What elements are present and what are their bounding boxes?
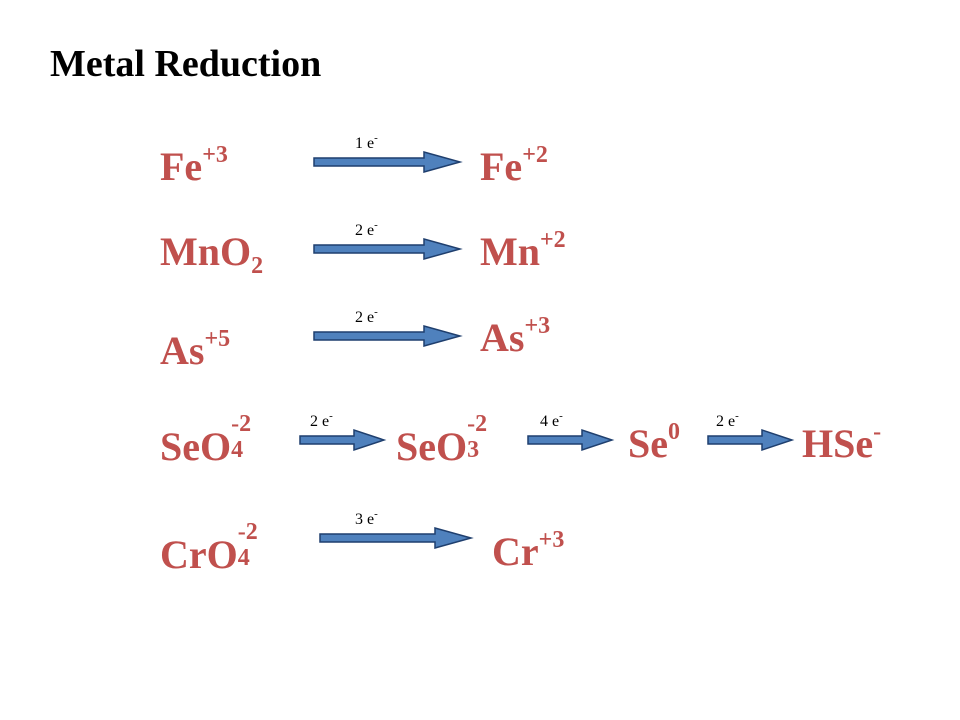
reaction-arrow-se-2 <box>527 428 615 452</box>
species-as3: As+3 <box>480 313 551 360</box>
reaction-arrow-fe <box>313 151 463 173</box>
reaction-arrow-se-1 <box>299 428 387 452</box>
reaction-arrow-as <box>313 325 463 347</box>
species-cr3: Cr+3 <box>492 527 565 574</box>
species-hse: HSe- <box>802 419 882 466</box>
species-se0: Se0 <box>628 419 680 466</box>
electron-label-as: 2 e- <box>355 306 378 326</box>
species-fe3: Fe+3 <box>160 142 228 189</box>
species-fe2: Fe+2 <box>480 142 548 189</box>
reaction-arrow-mn <box>313 238 463 260</box>
electron-label-se-2: 4 e- <box>540 410 563 430</box>
reaction-arrow-cr <box>319 527 474 549</box>
page-title: Metal Reduction <box>50 43 322 85</box>
species-mno2: MnO2 <box>160 229 264 279</box>
electron-label-fe: 1 e- <box>355 132 378 152</box>
electron-label-cr: 3 e- <box>355 508 378 528</box>
species-mn2: Mn+2 <box>480 227 566 274</box>
reaction-arrow-se-3 <box>707 428 795 452</box>
electron-label-mn: 2 e- <box>355 219 378 239</box>
species-as5: As+5 <box>160 326 231 373</box>
electron-label-se-1: 2 e- <box>310 410 333 430</box>
electron-label-se-3: 2 e- <box>716 410 739 430</box>
